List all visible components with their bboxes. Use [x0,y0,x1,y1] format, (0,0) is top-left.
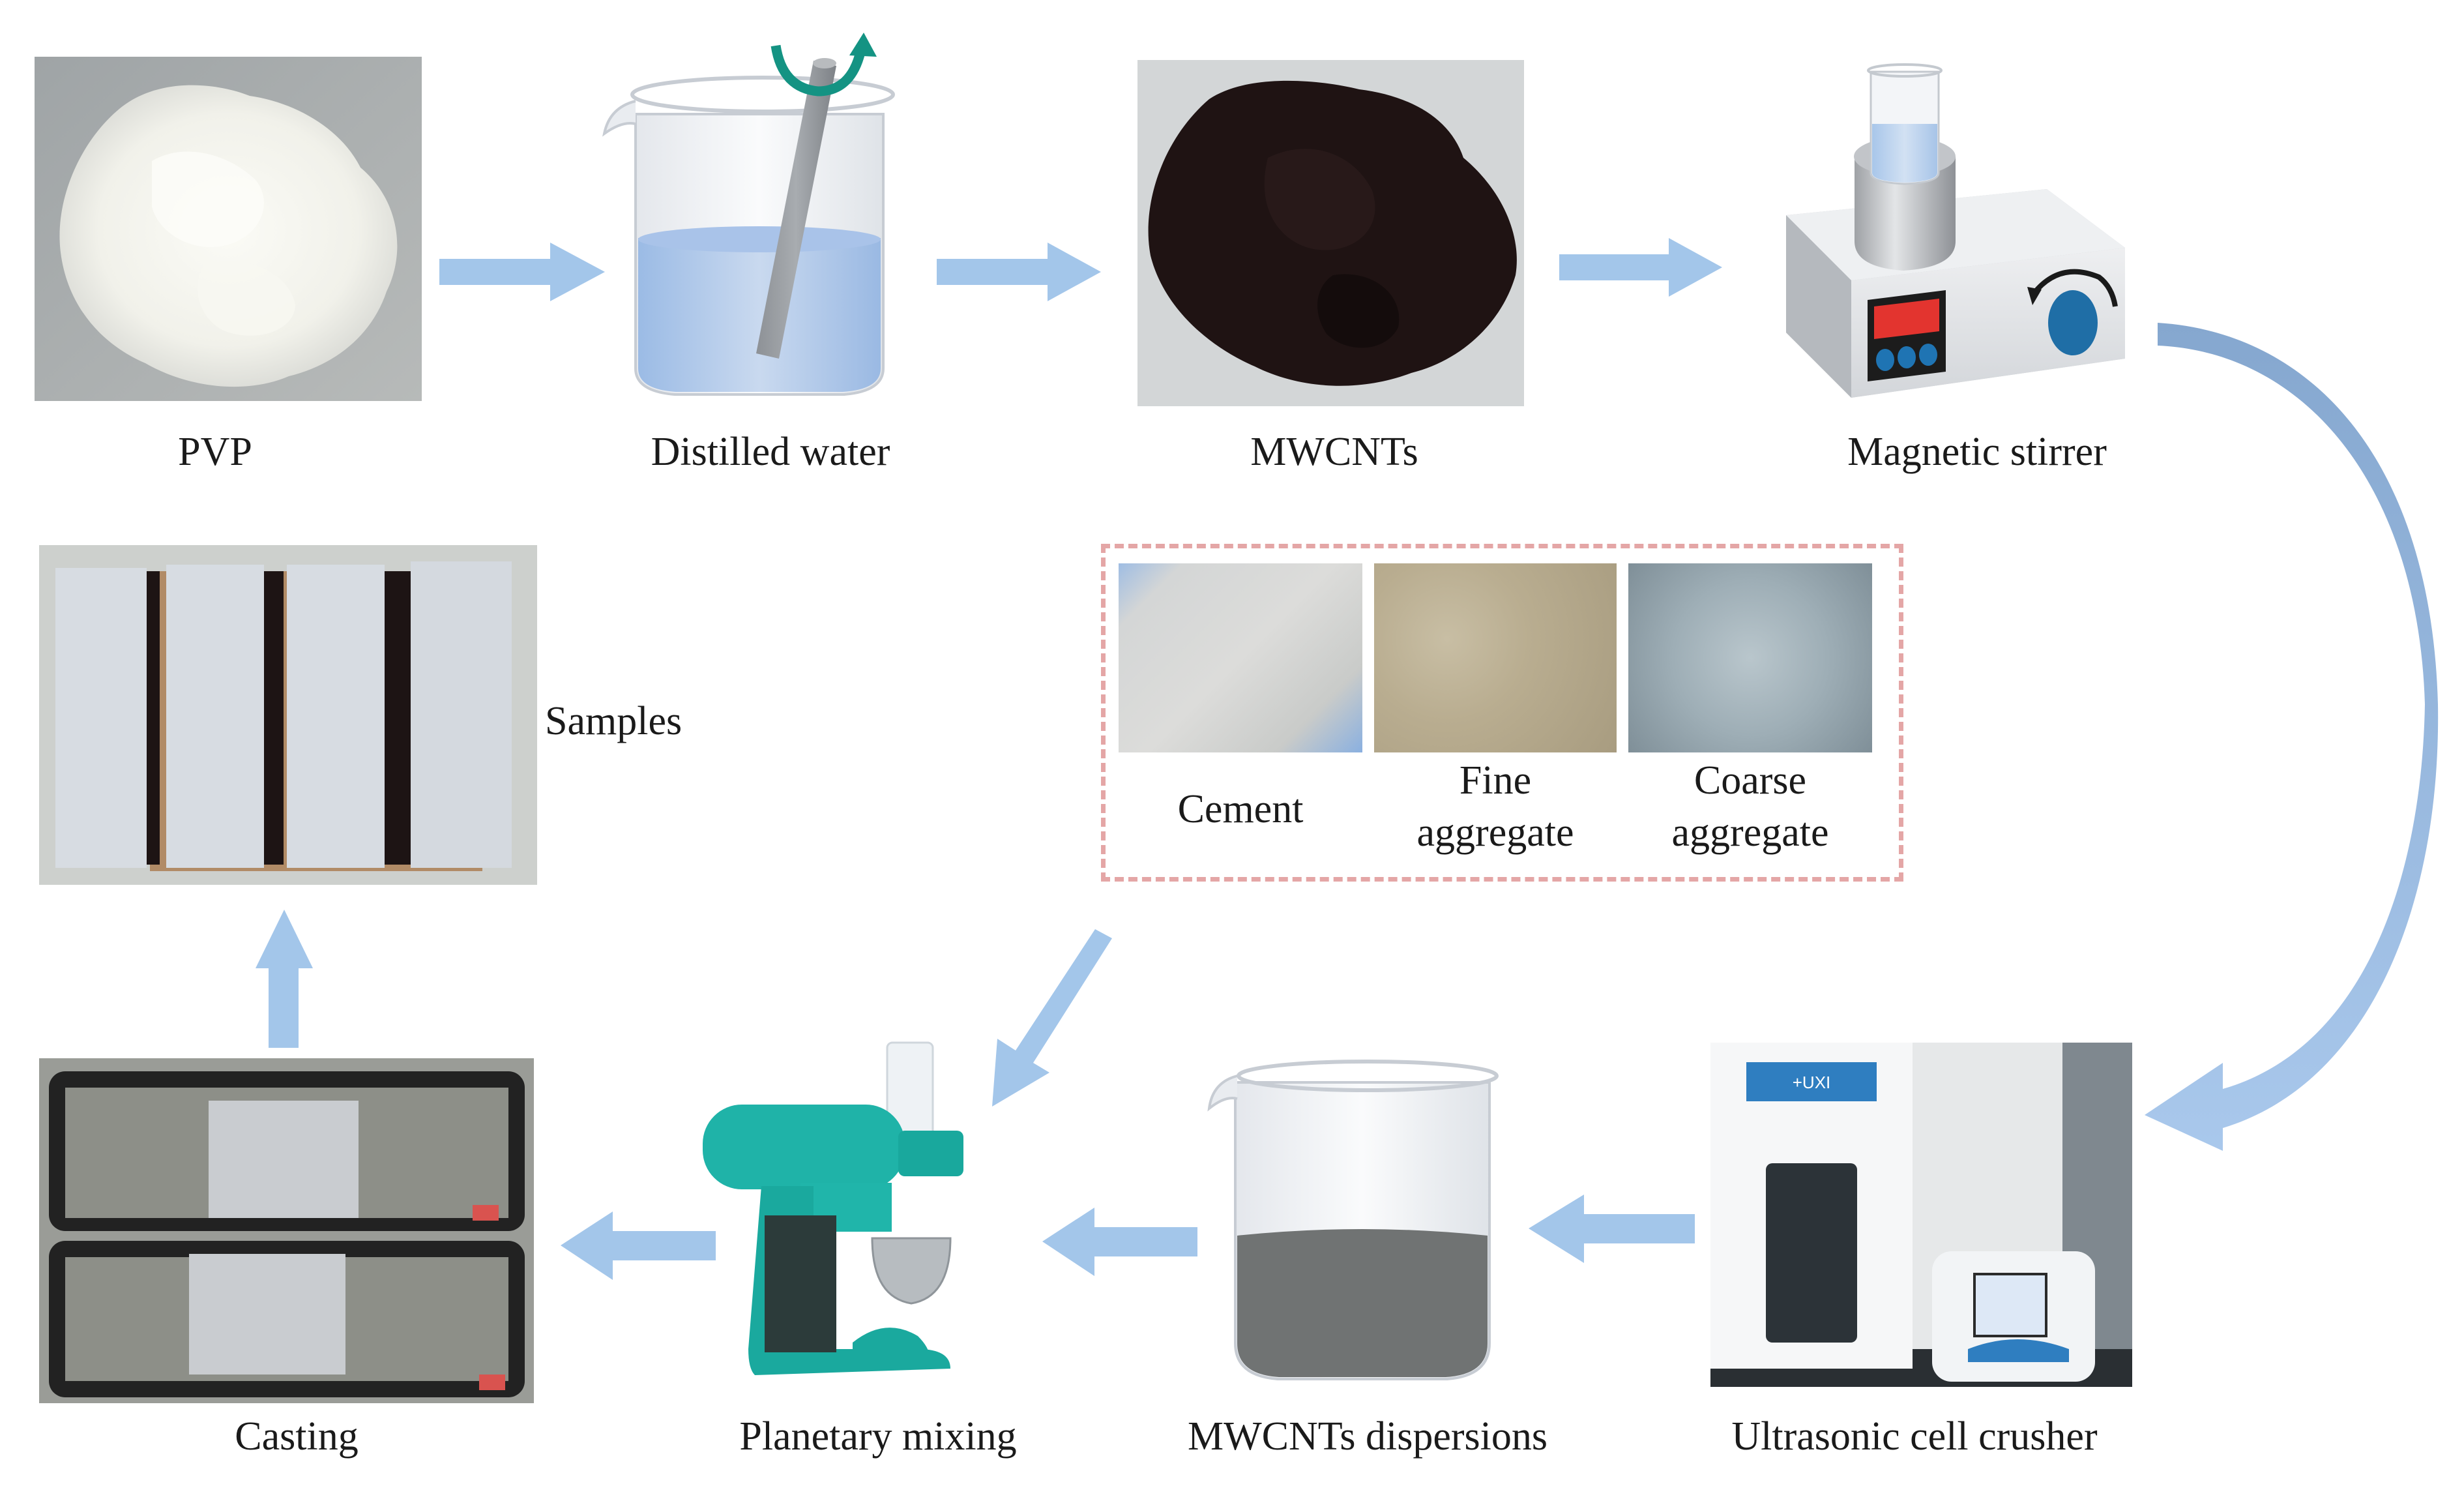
stirring-rod [756,58,836,359]
step-label-ultrasonic-cell-crusher: Ultrasonic cell crusher [1731,1414,2098,1459]
flow-arrow-diagonal [992,929,1112,1107]
ultrasonic-crusher-image: +UXI [1710,1043,2132,1387]
casting-molds-image [39,1058,534,1403]
rotation-arrow-icon [770,33,877,97]
display-panel [1868,290,1946,381]
cement-photo [1119,563,1362,752]
planetary-mixer-illustration [703,1041,963,1375]
mixer-bowl [871,1237,952,1305]
magnetic-stirrer-illustration [1786,63,2125,398]
stirrer-beaker [1867,63,1943,185]
pvp-photo [35,57,422,401]
concrete-samples-image [39,545,537,885]
step-label-distilled-water: Distilled water [651,430,890,474]
material-label-cement: Cement [1177,787,1304,831]
speed-knob [2027,269,2118,355]
flow-arrow-left [1529,1195,1695,1263]
control-button-2 [1898,346,1916,368]
mwcnts-powder-image [1137,60,1524,406]
distilled-water-beaker-illustration [602,33,895,396]
step-label-mwcnts-dispersions: MWCNTs dispersions [1188,1414,1547,1459]
step-label-pvp: PVP [178,430,252,474]
mwcnts-photo [1137,60,1524,406]
crusher-chamber-window [1766,1163,1857,1343]
mixer-body [703,1041,963,1375]
step-label-samples: Samples [545,699,682,743]
flow-arrow-right [439,243,605,301]
control-button-1 [1876,349,1894,371]
raw-materials-box: Cement Fine aggregate Coarse aggregate [1101,544,1903,882]
flow-arrow-right [937,243,1101,301]
curved-flow-arrow [2145,323,2439,1151]
material-label-coarse-aggregate: Coarse aggregate [1671,758,1829,855]
flow-arrow-left [561,1211,716,1280]
mwcnts-dispersion-beaker-illustration [1207,1060,1499,1380]
flow-arrow-left [1042,1208,1197,1276]
water-fill [638,226,881,392]
step-label-planetary-mixing: Planetary mixing [739,1414,1017,1459]
control-button-3 [1919,344,1937,366]
step-label-magnetic-stirrer: Magnetic stirrer [1847,430,2107,474]
step-label-casting: Casting [235,1414,359,1459]
pvp-powder-image [35,57,422,401]
material-label-fine-aggregate: Fine aggregate [1416,758,1574,855]
red-display-screen [1874,299,1939,339]
step-label-mwcnts: MWCNTs [1250,430,1418,474]
flow-arrow-up [256,910,313,1048]
fine-aggregate-photo [1374,563,1617,752]
mixer-control-panel [765,1215,836,1352]
crusher-brand-text: +UXI [1793,1073,1831,1092]
coarse-aggregate-photo [1628,563,1872,752]
flow-arrow-right [1559,238,1722,297]
dark-dispersion-fill [1237,1229,1488,1377]
ultrasonic-cell-crusher-photo: +UXI [1710,1043,2132,1387]
casting-photo [39,1058,534,1403]
crusher-brand-plate [1746,1062,1877,1101]
crusher-lcd-screen [1973,1273,2047,1337]
samples-photo [39,545,537,885]
